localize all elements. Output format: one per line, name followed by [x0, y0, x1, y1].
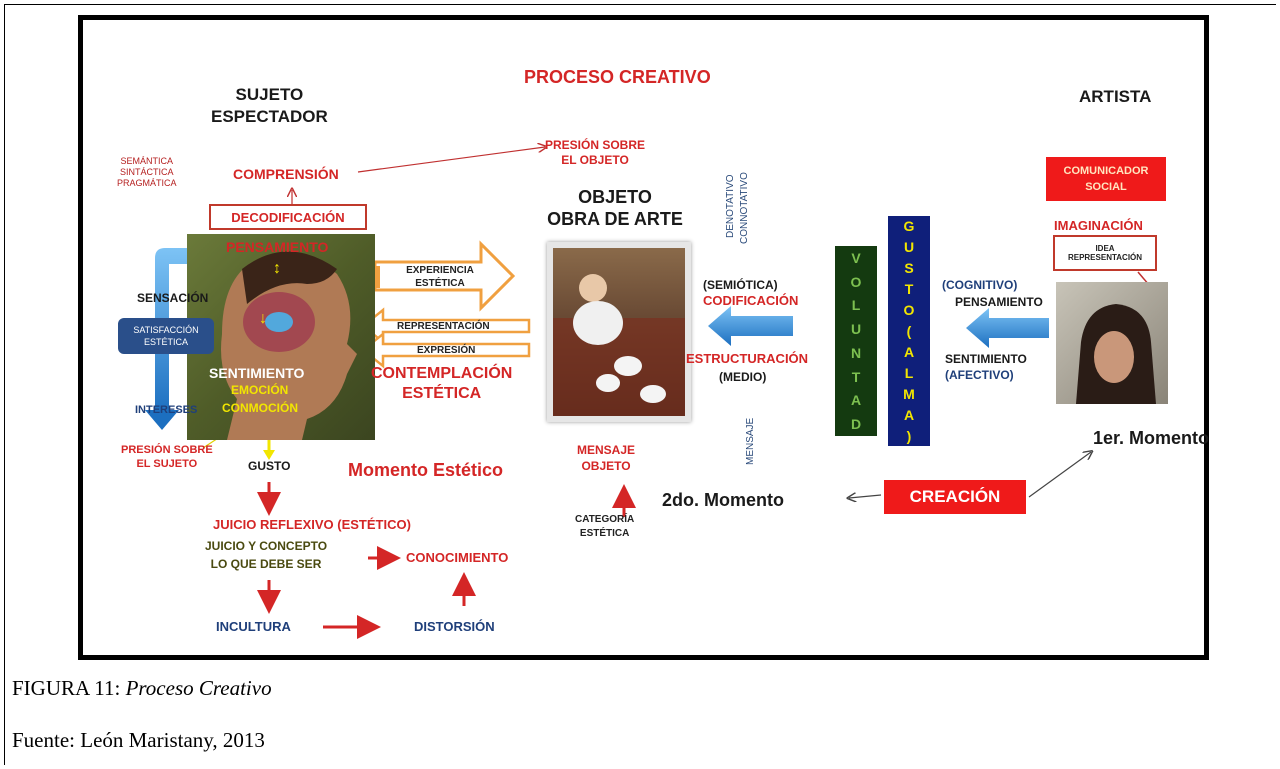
presion-sujeto-label: PRESIÓN SOBRE EL SUJETO [121, 444, 213, 470]
comprension-label: COMPRENSIÓN [233, 166, 339, 182]
decodificacion-label: DECODIFICACIÓN [231, 209, 345, 225]
figure-caption: FIGURA 11: Proceso Creativo [12, 676, 272, 701]
momento-estetico-label: Momento Estético [348, 460, 504, 480]
gusto-label: GUSTO [248, 459, 291, 473]
imaginacion-label: IMAGINACIÓN [1054, 218, 1143, 233]
connotativo-label: CONNOTATIVO [739, 172, 750, 244]
conmocion-label: CONMOCIÓN [222, 401, 298, 415]
satisfaccion-box: SATISFACCIÓN ESTÉTICA [118, 318, 214, 354]
mensaje-vertical-label: MENSAJE [745, 417, 756, 465]
decodificacion-box: DECODIFICACIÓN [209, 204, 367, 230]
experiencia-label: EXPERIENCIA ESTÉTICA [406, 265, 474, 289]
juicio-concepto-label: JUICIO Y CONCEPTO LO QUE DEBE SER [205, 539, 328, 571]
yellow-arrow-up: ↕ [273, 260, 281, 277]
mensaje-objeto-label: MENSAJE OBJETO [577, 443, 636, 473]
sentimiento-left-label: SENTIMIENTO [209, 365, 305, 381]
distorsion-label: DISTORSIÓN [414, 619, 495, 634]
artist-photo [1056, 282, 1168, 404]
afectivo-label: (AFECTIVO) [945, 368, 1014, 382]
blue-arrow-pensamiento [966, 308, 1049, 348]
diagram-frame: SUJETO ESPECTADOR PROCESO CREATIVO ARTIS… [78, 15, 1209, 660]
artist-figure [1076, 304, 1156, 404]
semiotica-label: (SEMIÓTICA) [703, 278, 778, 292]
idea-box: IDEA REPRESENTACIÓN [1053, 235, 1157, 271]
blue-arrow-codificacion [708, 306, 793, 346]
estructuracion-label: ESTRUCTURACIÓN [686, 351, 809, 366]
artista-title: ARTISTA [1079, 87, 1152, 106]
cognitivo-label: (COGNITIVO) [942, 278, 1018, 292]
juicio-reflexivo-label: JUICIO REFLEXIVO (ESTÉTICO) [213, 517, 411, 532]
arrow-creacion-2do [849, 495, 882, 498]
semantica-list: SEMÁNTICA SINTÁCTICA PRAGMÁTICA [117, 156, 177, 188]
spectator-photo [187, 234, 375, 440]
proceso-creativo-title: PROCESO CREATIVO [524, 67, 711, 87]
page-border [4, 4, 1276, 765]
figure-number: FIGURA 11: [12, 676, 126, 700]
creacion-box: CREACIÓN [884, 480, 1026, 514]
primer-momento-label: 1er. Momento [1093, 428, 1210, 448]
emocion-label: EMOCIÓN [231, 383, 289, 397]
yellow-arrow-mid: ↓ [259, 310, 267, 327]
arrow-experiencia [373, 240, 516, 312]
denotativo-label: DENOTATIVO [725, 174, 736, 238]
artwork-photo [547, 242, 691, 422]
categoria-label: CATEGORÍA ESTÉTICA [575, 514, 635, 539]
medio-label: (MEDIO) [719, 370, 767, 384]
figure-title: Proceso Creativo [125, 676, 272, 700]
expresion-label: EXPRESIÓN [417, 345, 476, 356]
source-caption: Fuente: León Maristany, 2013 [12, 728, 265, 752]
sensacion-label: SENSACIÓN [137, 291, 209, 305]
sujeto-espectador-title: SUJETO ESPECTADOR [211, 85, 328, 126]
representacion-label: REPRESENTACIÓN [397, 321, 490, 332]
segundo-momento-label: 2do. Momento [662, 490, 784, 510]
intereses-label: INTERESES [135, 404, 198, 416]
pensamiento-right-label: PENSAMIENTO [955, 295, 1043, 309]
pensamiento-left-label: PENSAMIENTO [226, 239, 329, 255]
artwork-figure [553, 274, 685, 416]
codificacion-label: CODIFICACIÓN [703, 293, 799, 308]
conocimiento-label: CONOCIMIENTO [406, 550, 509, 565]
sentimiento-right-label: SENTIMIENTO [945, 352, 1027, 366]
arrow-creacion-1er [1028, 452, 1091, 498]
arrow-comprension-presion [357, 147, 545, 173]
blue-l-arrow [155, 248, 193, 416]
presion-objeto-label: PRESIÓN SOBRE EL OBJETO [545, 138, 646, 167]
objeto-title: OBJETO OBRA DE ARTE [547, 187, 683, 229]
contemplacion-label: CONTEMPLACIÓN ESTÉTICA [371, 365, 513, 402]
incultura-label: INCULTURA [216, 619, 291, 634]
spectator-figure [221, 251, 357, 440]
comunicador-box: COMUNICADOR SOCIAL [1046, 157, 1166, 201]
